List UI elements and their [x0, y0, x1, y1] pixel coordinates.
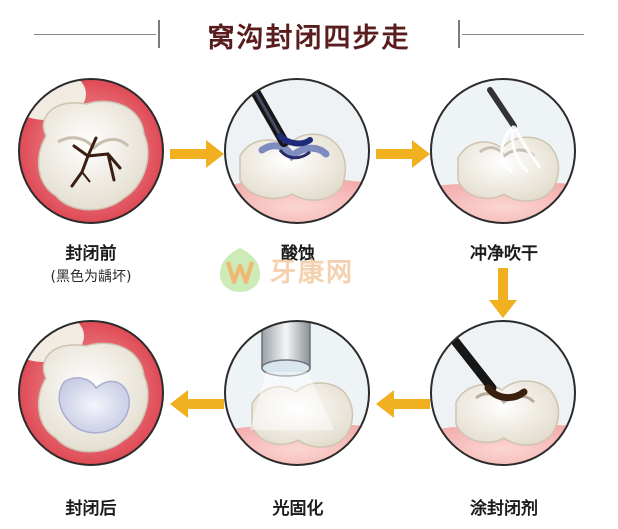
title-rule-right [462, 34, 584, 35]
step-acid-etch-image [222, 76, 372, 226]
arrow-left-icon [376, 390, 430, 418]
step-after-sealing-image [16, 318, 166, 468]
step-label-before: 封闭前 [65, 244, 117, 264]
step-label-apply-sealant: 涂封闭剂 [470, 499, 538, 519]
step-apply-sealant-image [428, 318, 578, 468]
arrow-right-icon [376, 140, 430, 168]
step-light-cure-image [222, 318, 372, 468]
watermark-text: 牙康网 [270, 258, 355, 288]
arrow-down-icon [489, 268, 517, 318]
watermark: 牙康网 [214, 244, 414, 294]
page-title: 窝沟封闭四步走 [207, 23, 411, 54]
step-label-acid-etch: 酸蚀 [281, 244, 315, 264]
title-area: 窝沟封闭四步走 [0, 12, 618, 56]
leaf-tooth-logo-icon [220, 248, 260, 292]
arrow-right-icon [170, 140, 224, 168]
step-label-rinse-dry: 冲净吹干 [470, 244, 538, 264]
arrow-left-icon [170, 390, 224, 418]
step-before-sealing-image [16, 76, 166, 226]
title-rule-left [34, 34, 156, 35]
title-bar-right [458, 20, 460, 48]
step-rinse-dry-image [428, 76, 578, 226]
step-label-after: 封闭后 [65, 499, 117, 519]
step-label-light-cure: 光固化 [272, 499, 324, 519]
title-bar-left [158, 20, 160, 48]
step-note-caries: (黑色为龋坏) [50, 269, 132, 285]
